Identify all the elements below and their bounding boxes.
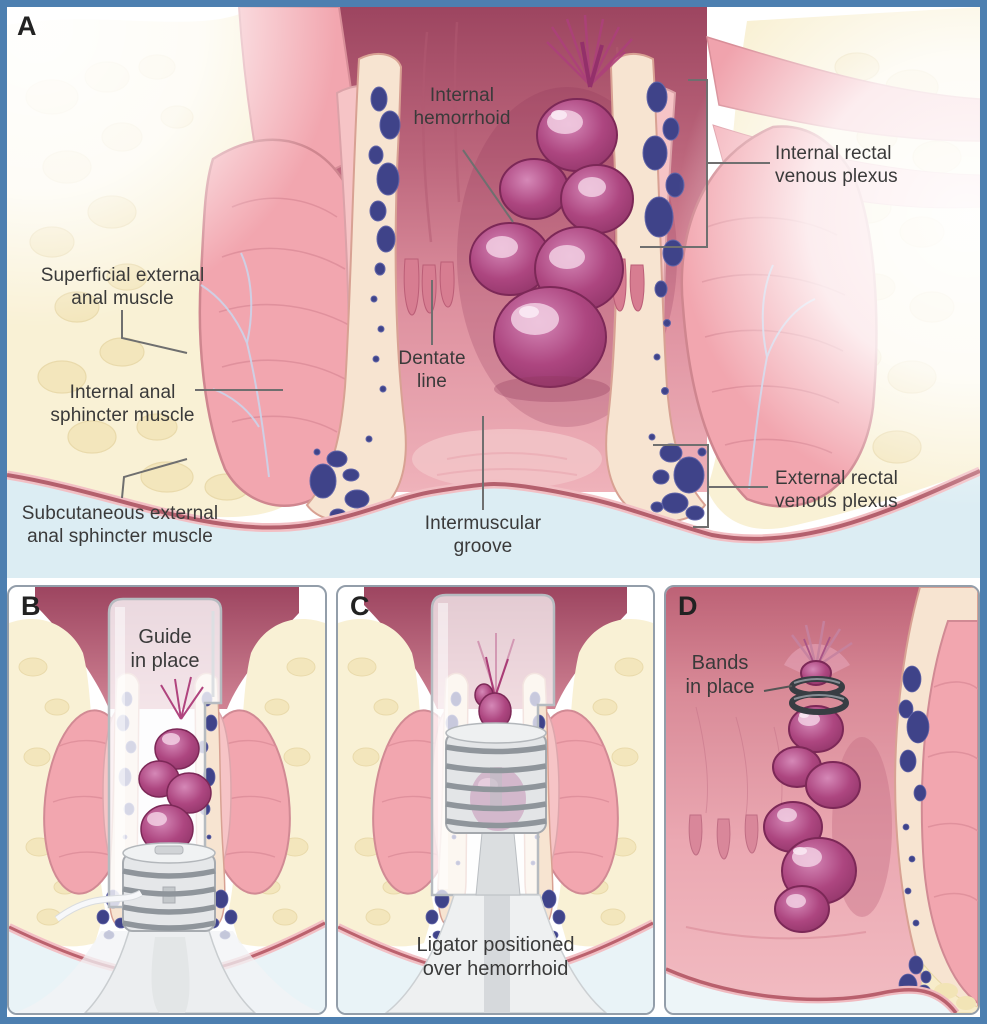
panel-d-illustration — [666, 587, 978, 1013]
venous-plexus-right — [642, 81, 707, 521]
glow-top-left — [7, 7, 337, 327]
leader-lines — [121, 79, 770, 528]
caption-bands-in-place: Bands in place — [685, 652, 755, 698]
label-internal-rectal-venous-plexus: Internal rectal venous plexus — [775, 143, 898, 188]
hemorrhoid-drawn-into-ligator — [474, 633, 515, 730]
leader-subcutaneous — [121, 458, 188, 499]
nerve-branches-left — [200, 252, 270, 478]
ligator-device — [384, 722, 608, 1013]
label-external-rectal-venous-plexus: External rectal venous plexus — [775, 468, 898, 513]
panel-a: A Internal hemorrhoid Internal rectal ve… — [7, 7, 980, 579]
right-tissue-column — [894, 587, 978, 1013]
label-intermuscular-groove: Intermuscular groove — [424, 513, 542, 558]
hemorrhoid-in-guide — [138, 676, 212, 867]
ligator-bands — [445, 744, 547, 829]
caption-ligator-positioned: Ligator positioned over hemorrhoid — [416, 934, 575, 980]
panel-c: C Ligator positioned over hemorrhoid — [336, 585, 655, 1015]
label-internal-anal-sphincter-muscle: Internal anal sphincter muscle — [50, 382, 195, 427]
panel-a-anatomy-illustration — [7, 7, 980, 578]
perianal-region — [7, 466, 980, 578]
venous-plexus — [898, 665, 932, 1011]
glow-right — [677, 7, 980, 507]
label-superficial-external-anal-muscle: Superficial external anal muscle — [40, 265, 205, 310]
panel-b-illustration — [9, 587, 325, 1013]
ligator-bands — [122, 868, 216, 931]
panel-b: B Guide in place — [7, 585, 327, 1015]
label-internal-hemorrhoid: Internal hemorrhoid — [413, 85, 511, 130]
caption-guide-in-place: Guide in place — [130, 626, 200, 672]
perianal-region — [666, 965, 960, 1013]
label-subcutaneous-external-anal-sphincter-muscle: Subcutaneous external anal sphincter mus… — [21, 503, 219, 548]
leader-superficial-external — [121, 310, 188, 354]
internal-hemorrhoid-illustration — [469, 14, 634, 402]
dentate-papillae — [688, 814, 759, 860]
venous-plexus-left — [309, 86, 401, 523]
muscle-fibers-left — [218, 197, 350, 433]
leader-bands-in-place — [763, 685, 793, 692]
panel-d: D Bands in place — [664, 585, 980, 1015]
panel-c-illustration — [338, 587, 653, 1013]
panel-letter-b: B — [21, 591, 41, 621]
panel-letter-c: C — [350, 591, 370, 621]
trigger-cord — [55, 890, 143, 922]
hemorrhoid-highlights — [777, 712, 822, 908]
dentate-line-papillae — [403, 258, 645, 316]
panel-letter-d: D — [678, 591, 698, 621]
banded-hemorrhoid — [763, 620, 861, 933]
ligator-device — [13, 842, 325, 1013]
leader-internal-hemorrhoid — [462, 149, 514, 223]
label-dentate-line: Dentate line — [398, 348, 466, 393]
panel-letter-a: A — [17, 11, 37, 41]
